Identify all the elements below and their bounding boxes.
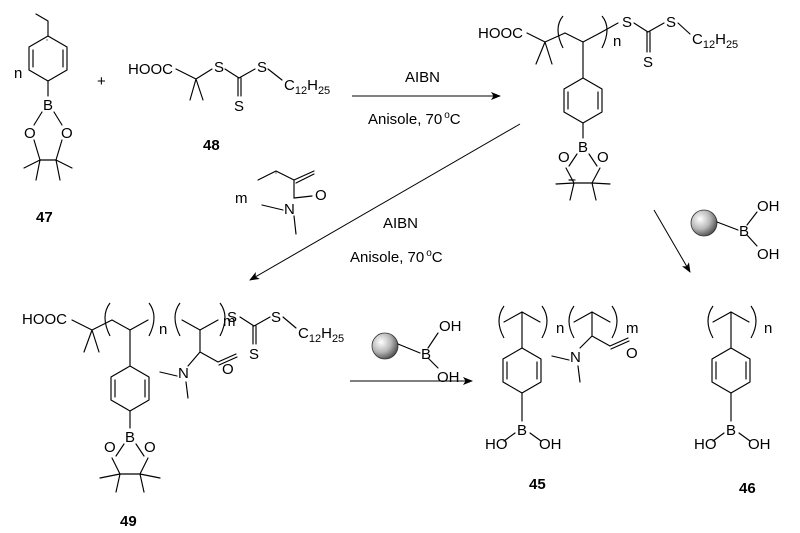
boron-atom: B xyxy=(726,422,736,439)
repeat-m-label: m xyxy=(235,190,248,207)
boron-atom: B xyxy=(578,139,588,156)
resin-bead xyxy=(690,209,718,237)
sulfur-atom: S xyxy=(257,59,267,76)
dodecyl-chain: C12H25 xyxy=(692,31,738,51)
phenyl-ring xyxy=(563,77,603,124)
sulfur-atom: S xyxy=(227,309,237,326)
resin-bead xyxy=(371,332,399,360)
pinacol-ring xyxy=(33,111,63,161)
compound-49-label: 49 xyxy=(120,513,137,530)
repeat-n-label: n xyxy=(613,33,621,50)
polymer-p-stbpin: HOOC n S S S C12H25 B O O xyxy=(478,14,738,201)
compound-47: n B O O 47 xyxy=(14,13,73,226)
phenyl-ring xyxy=(110,365,150,412)
oxygen-atom: O xyxy=(24,125,36,142)
dma-monomer: m O N xyxy=(235,170,327,235)
carboxylic-acid-label: HOOC xyxy=(22,311,67,328)
repeat-m-label: m xyxy=(626,320,639,337)
boron-atom: B xyxy=(739,223,749,240)
boron-atom: B xyxy=(421,346,431,363)
oxygen-atom: O xyxy=(222,361,234,378)
boronic-acid-resin: B OH OH xyxy=(371,318,462,386)
oxygen-atom: O xyxy=(558,149,570,166)
hydroxyl-label: HO xyxy=(694,436,717,453)
compound-45-label: 45 xyxy=(529,476,546,493)
repeat-n-label: n xyxy=(14,65,22,82)
compound-45: n m O N B HO OH 45 xyxy=(485,305,639,493)
compound-48-label: 48 xyxy=(203,137,220,154)
nitrogen-atom: N xyxy=(570,349,581,366)
compound-47-label: 47 xyxy=(36,209,53,226)
boronic-acid-resin: B OH OH xyxy=(690,198,780,263)
dodecyl-chain: C12H25 xyxy=(298,325,344,345)
hydroxyl-label: OH xyxy=(757,246,780,263)
sulfur-atom: S xyxy=(234,98,244,115)
hydroxyl-label: OH xyxy=(757,198,780,215)
sulfur-atom: S xyxy=(249,346,259,363)
hydroxyl-label: OH xyxy=(439,318,462,335)
plus-sign: + xyxy=(97,73,106,90)
boron-atom: B xyxy=(517,422,527,439)
sulfur-atom: S xyxy=(643,54,653,71)
repeat-n-label: n xyxy=(556,320,564,337)
oxygen-atom: O xyxy=(315,187,327,204)
sulfur-atom: S xyxy=(271,309,281,326)
hydroxyl-label: HO xyxy=(485,436,508,453)
oxygen-atom: O xyxy=(597,149,609,166)
phenyl-ring xyxy=(28,35,68,82)
hydroxyl-label: OH xyxy=(539,436,562,453)
repeat-n-label: n xyxy=(159,321,167,338)
carboxylic-acid-label: HOOC xyxy=(128,61,173,78)
compound-46-label: 46 xyxy=(739,480,756,497)
sulfur-atom: S xyxy=(622,14,632,31)
sulfur-atom: S xyxy=(214,59,224,76)
oxygen-atom: O xyxy=(104,439,116,456)
nitrogen-atom: N xyxy=(284,201,295,218)
compound-48: HOOC S S S C12H25 48 xyxy=(128,59,330,154)
reagent-aibn: AIBN xyxy=(383,215,418,232)
sulfur-atom: S xyxy=(666,14,676,31)
carboxylic-acid-label: HOOC xyxy=(478,25,523,42)
hydroxyl-label: OH xyxy=(437,369,460,386)
oxygen-atom: O xyxy=(144,439,156,456)
boron-atom: B xyxy=(43,97,53,114)
reagent-aibn: AIBN xyxy=(405,69,440,86)
repeat-n-label: n xyxy=(764,320,772,337)
reaction-arrow-4 xyxy=(653,209,691,273)
oxygen-atom: O xyxy=(61,125,73,142)
compound-46: n B HO OH 46 xyxy=(694,305,772,497)
vinyl-group xyxy=(35,13,49,37)
phenyl-ring xyxy=(502,347,542,394)
compound-49: HOOC n m O N S S S C12H25 B O O 49 xyxy=(22,302,344,530)
oxygen-atom: O xyxy=(626,345,638,362)
phenyl-ring xyxy=(711,347,751,394)
boron-atom: B xyxy=(125,429,135,446)
hydroxyl-label: OH xyxy=(748,436,771,453)
dodecyl-chain: C12H25 xyxy=(284,77,330,97)
repeat-m-label: m xyxy=(223,313,236,330)
nitrogen-atom: N xyxy=(178,365,189,382)
